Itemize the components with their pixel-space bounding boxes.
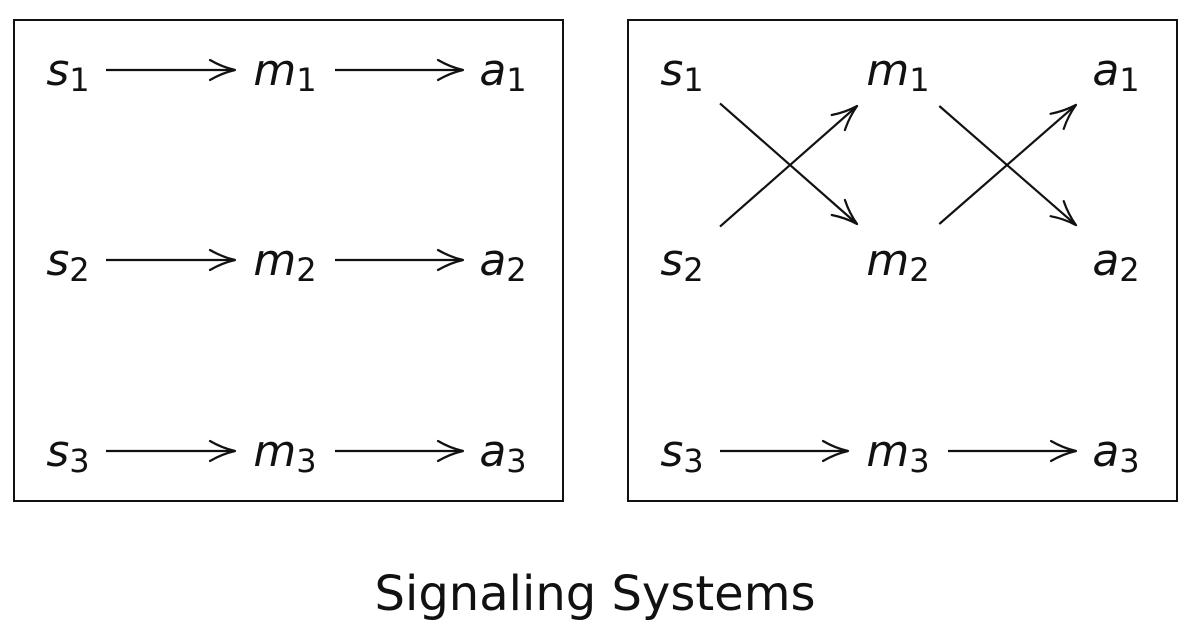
node-s3-subscript: 3	[683, 442, 703, 480]
node-s2: s2	[46, 235, 89, 289]
node-m1-symbol: m	[866, 45, 909, 96]
node-s3-symbol: s	[46, 426, 69, 477]
node-a2: a2	[1092, 235, 1139, 289]
node-a3: a3	[479, 426, 526, 480]
node-m1-subscript: 1	[296, 61, 316, 99]
node-a2-symbol: a	[479, 235, 506, 286]
node-m3-symbol: m	[253, 426, 296, 477]
node-s2-symbol: s	[46, 235, 69, 286]
node-m2-symbol: m	[253, 235, 296, 286]
node-s1: s1	[46, 45, 89, 99]
node-s1: s1	[660, 45, 703, 99]
node-m2-subscript: 2	[909, 251, 929, 289]
node-m1-symbol: m	[253, 45, 296, 96]
node-s3-symbol: s	[660, 426, 683, 477]
panel-right-frame	[627, 19, 1178, 502]
node-a2: a2	[479, 235, 526, 289]
node-a3-symbol: a	[479, 426, 506, 477]
node-a1-symbol: a	[479, 45, 506, 96]
node-a2-symbol: a	[1092, 235, 1119, 286]
node-m3-subscript: 3	[909, 442, 929, 480]
node-a3-subscript: 3	[506, 442, 526, 480]
node-a3: a3	[1092, 426, 1139, 480]
node-s3-subscript: 3	[69, 442, 89, 480]
node-s3: s3	[46, 426, 89, 480]
arrow-s1-to-m2	[719, 102, 859, 226]
node-m2: m2	[866, 235, 929, 289]
node-m1-subscript: 1	[909, 61, 929, 99]
panel-left-frame	[13, 19, 564, 502]
node-a3-symbol: a	[1092, 426, 1119, 477]
node-m3: m3	[253, 426, 316, 480]
node-m3-subscript: 3	[296, 442, 316, 480]
arrow-s2-to-m1	[719, 104, 859, 228]
node-m2-subscript: 2	[296, 251, 316, 289]
node-m2-symbol: m	[866, 235, 909, 286]
node-m3: m3	[866, 426, 929, 480]
arrow-m2-to-a1	[938, 103, 1078, 225]
node-s1-symbol: s	[46, 45, 69, 96]
node-a2-subscript: 2	[1119, 251, 1139, 289]
node-a1: a1	[1092, 45, 1139, 99]
node-s2-symbol: s	[660, 235, 683, 286]
node-a1-subscript: 1	[506, 61, 526, 99]
node-a1-symbol: a	[1092, 45, 1119, 96]
node-m2: m2	[253, 235, 316, 289]
node-s3: s3	[660, 426, 703, 480]
node-a1: a1	[479, 45, 526, 99]
node-s1-symbol: s	[660, 45, 683, 96]
node-m1: m1	[253, 45, 316, 99]
node-a2-subscript: 2	[506, 251, 526, 289]
node-s1-subscript: 1	[683, 61, 703, 99]
node-a1-subscript: 1	[1119, 61, 1139, 99]
node-a3-subscript: 3	[1119, 442, 1139, 480]
node-s2: s2	[660, 235, 703, 289]
node-s2-subscript: 2	[69, 251, 89, 289]
diagram-caption: Signaling Systems	[375, 566, 816, 622]
node-m3-symbol: m	[866, 426, 909, 477]
node-s1-subscript: 1	[69, 61, 89, 99]
node-m1: m1	[866, 45, 929, 99]
node-s2-subscript: 2	[683, 251, 703, 289]
